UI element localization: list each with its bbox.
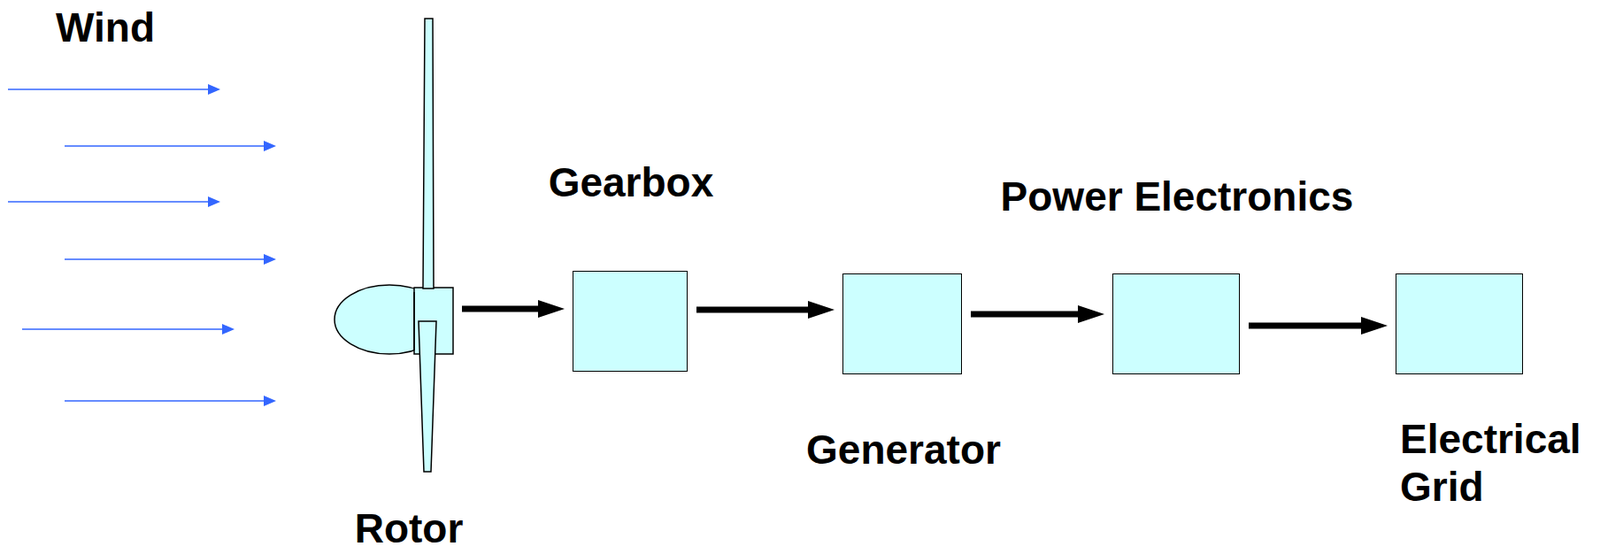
wind-label: Wind [55,5,233,51]
gearbox-box: Gearbox [572,270,688,372]
flow-arrow [1248,323,1362,330]
wind-arrow [64,145,264,147]
generator-box: Generator [842,273,962,375]
hub-seam [413,292,416,351]
component-label: Generator [726,427,1081,473]
rotor: Rotor [327,13,454,478]
component-label: Power Electronics [955,174,1399,220]
rotor-blade [418,321,437,472]
wind-arrow [7,88,208,91]
wind-arrow [22,328,223,331]
component-label: Rotor [320,507,498,549]
wind-arrow-group [7,89,264,401]
wind-arrow [64,258,264,261]
rotor-shape [327,13,454,478]
component-label: Electrical Grid [1400,415,1597,512]
power-electronics-box: Power Electronics [1112,273,1240,375]
flow-arrow [696,307,808,314]
wind-arrow [7,200,208,203]
flow-arrow [970,311,1078,318]
wind-arrow [64,400,264,402]
flow-arrow [461,306,539,313]
rotor-blade [423,18,434,289]
grid-box: Electrical Grid [1395,273,1524,375]
component-label: Gearbox [453,160,808,206]
